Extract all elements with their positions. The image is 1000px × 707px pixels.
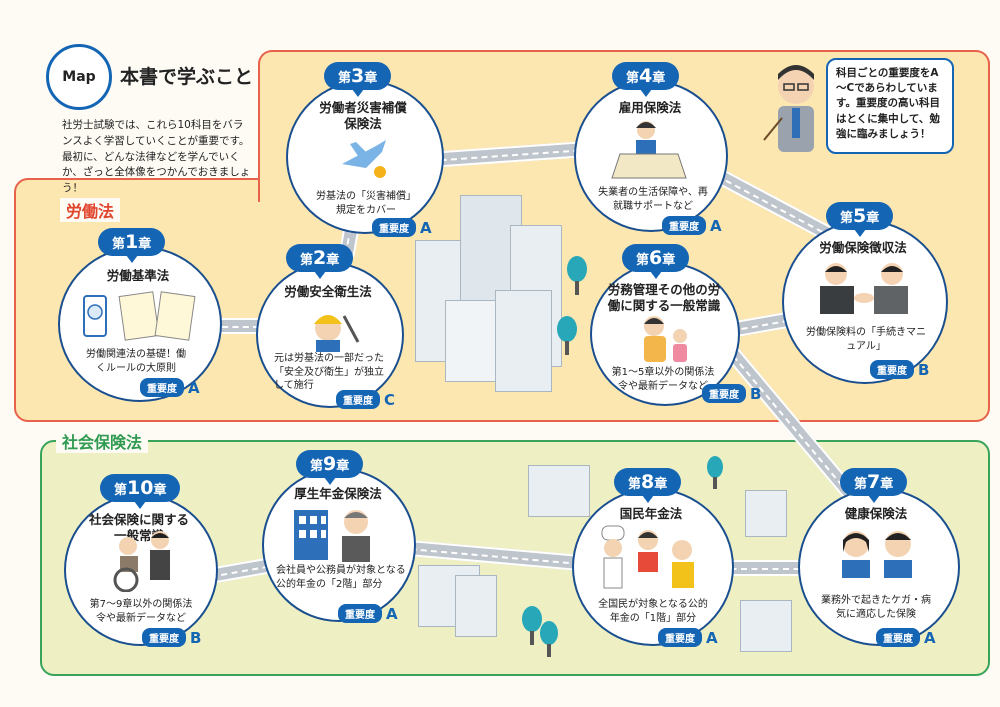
job-seeker-icon	[611, 121, 687, 179]
chapter-5-title: 労働保険徴収法	[819, 240, 907, 255]
chapter-2-desc: 元は労基法の一部だった「安全及び衛生」が独立して施行	[274, 353, 384, 391]
chapter-9-card[interactable]	[262, 468, 416, 622]
page-title: 本書で学ぶこと	[120, 66, 254, 88]
chapter-1-tab: 第1章	[98, 228, 166, 263]
chapter-6-card[interactable]	[590, 262, 740, 406]
chapter-9-tab: 第9章	[296, 450, 364, 485]
office-worker-icon	[294, 510, 370, 562]
chapter-8-desc: 全国民が対象となる公的年金の「1階」部分	[598, 599, 708, 624]
intro-text: 社労士試験では、これら10科目をバランスよく学習していくことが重要です。最初に、…	[62, 119, 251, 194]
chapter-1-title: 労働基準法	[106, 268, 170, 283]
chapter-4-tab: 第4章	[612, 62, 680, 97]
wheelchair-icon	[113, 531, 170, 592]
chapter-10-tab: 第10章	[100, 474, 181, 509]
chapter-9-title: 厚生年金保険法	[294, 486, 382, 501]
chapter-8-tab: 第8章	[614, 468, 682, 503]
chapter-4-title: 雇用保険法	[618, 100, 682, 115]
mother-child-icon	[644, 316, 687, 362]
worker-helmet-icon	[314, 315, 360, 352]
chapter-6-title: 労務管理その他の労働に関する一般常識	[607, 282, 721, 314]
labor-law-label: 労働法	[60, 198, 121, 222]
teacher-avatar	[760, 56, 830, 160]
chapter-2-tab: 第2章	[286, 244, 354, 279]
chapter-7-title: 健康保険法	[844, 506, 908, 521]
airplane-crash-icon	[342, 140, 386, 178]
chapter-2-title: 労働安全衛生法	[284, 284, 372, 299]
teacher-icon	[763, 65, 814, 152]
social-insurance-label: 社会保険法	[56, 429, 149, 453]
chapter-5-desc: 労働保険料の「手続きマニュアル」	[806, 327, 926, 352]
chapter-9-desc: 会社員や公務員が対象となる公的年金の「2階」部分	[276, 565, 406, 590]
chapter-6-desc: 第1～5章以外の関係法令や最新データなど	[611, 367, 715, 392]
chapter-5-tab: 第5章	[826, 202, 894, 237]
chapter-3-tab: 第3章	[324, 62, 392, 97]
chapter-4-desc: 失業者の生活保障や、再就職サポートなど	[598, 187, 708, 212]
chapter-8-title: 国民年金法	[619, 506, 683, 521]
chapter-1-desc: 労働関連法の基礎！働くルールの大原則	[86, 349, 186, 374]
teacher-speech-bubble: 科目ごとの重要度をA～Cであらわしています。重要度の高い科目はとくに集中して、勉…	[826, 58, 954, 154]
map-badge: Map	[46, 44, 112, 110]
citizens-icon	[601, 525, 694, 589]
chapter-7-desc: 業務外で起きたケガ・病気に適応した保険	[821, 595, 931, 620]
patients-icon	[842, 531, 912, 578]
chapter-6-tab: 第6章	[622, 244, 690, 279]
chapter-3-title: 労働者災害補償保険法	[319, 100, 407, 132]
chapter-10-desc: 第7～9章以外の関係法令や最新データなど	[89, 599, 193, 624]
handshake-icon	[820, 263, 908, 314]
document-clock-icon	[83, 291, 196, 341]
chapter-3-desc: 労基法の「災害補償」規定をカバー	[316, 191, 416, 216]
chapter-5-card[interactable]	[782, 220, 948, 384]
chapter-7-tab: 第7章	[840, 468, 908, 503]
